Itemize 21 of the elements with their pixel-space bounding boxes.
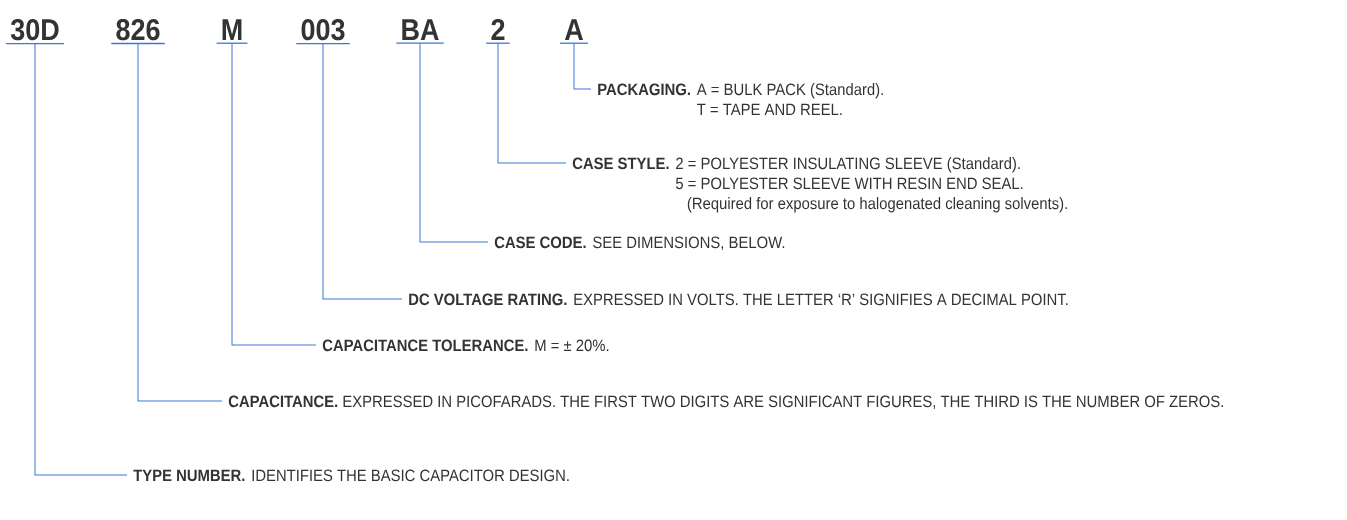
description-text: CASE CODE. SEE DIMENSIONS, BELOW. [494,236,785,251]
description-text: CAPACITANCE TOLERANCE. M = ± 20%. [322,339,609,352]
code-segment: 30D [5,19,65,45]
description-text: CAPACITANCE. EXPRESSED IN PICOFARADS. THE FIRST TWO DIGITS ARE SIGNIFICANT FIGURES, THE THIRD IS THE NUMBER OF ZEROS. [228,395,1223,410]
code-segment: 2 [485,19,511,44]
description-text: CASE STYLE. 2 = POLYESTER INSULATING SLEEVE (Standard). 5 = POLYESTER SLEEVE WITH RESIN END SEAL. (Required for exposure to halogenated cleaning solvents). [572,157,1067,213]
code-segment: 003 [295,19,351,45]
leader-line [137,43,223,402]
code-segment: M [215,19,249,44]
description-text: PACKAGING. A = BULK PACK (Standard). T = TAPE AND REEL. [598,83,883,115]
code-segment: A [559,19,589,44]
code-segment: BA [395,19,445,44]
leader-line [34,43,128,476]
leader-line [497,42,567,164]
description-text: DC VOLTAGE RATING. EXPRESSED IN VOLTS. THE LETTER ‘R’ SIGNIFIES A DECIMAL POINT. [409,293,1068,306]
leader-line [573,42,592,90]
leader-line [322,43,403,300]
code-segment: 826 [110,19,166,45]
description-text: TYPE NUMBER. IDENTIFIES THE BASIC CAPACITOR DESIGN. [133,469,569,482]
leader-line [231,42,317,346]
leader-line [419,42,489,243]
